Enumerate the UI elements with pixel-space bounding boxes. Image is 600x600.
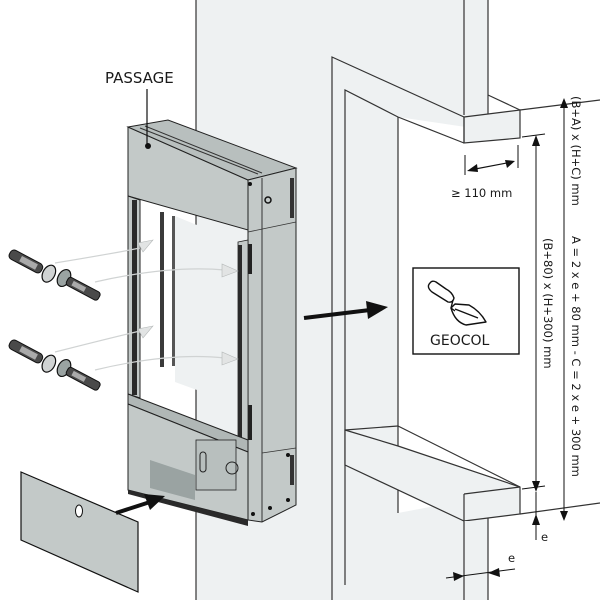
- material-box: GEOCOL: [412, 267, 520, 355]
- cover-plate-arrow: [115, 494, 165, 515]
- min-depth-label: ≥ 110 mm: [451, 186, 512, 200]
- formula-label: A = 2 x e + 80 mm - C = 2 x e + 300 mm: [569, 236, 583, 477]
- screw-anchor-bottom: [8, 339, 57, 373]
- damper-frame: [126, 119, 298, 526]
- hint-arrowhead: [137, 325, 154, 339]
- wall-plug-top: [56, 268, 101, 301]
- insert-arrow: [303, 301, 388, 320]
- dimension-thickness-vertical: [532, 492, 540, 540]
- product-label: PASSAGE: [105, 69, 174, 87]
- trowel-icon: [427, 280, 487, 326]
- material-label: GEOCOL: [430, 333, 490, 349]
- overall-size-label: (B+A) x (H+C) mm: [569, 96, 583, 206]
- screw-anchor-top: [8, 249, 57, 283]
- thickness-vertical-label: e: [541, 530, 548, 544]
- thickness-horizontal-label: e: [508, 551, 515, 565]
- dimension-min-depth: [464, 145, 519, 175]
- hint-arrowhead: [221, 263, 239, 278]
- dimension-overall-height: [560, 98, 568, 521]
- hint-arrowhead: [137, 239, 154, 253]
- dimension-thickness-horizontal: [445, 568, 516, 581]
- dimension-opening-height: [521, 133, 546, 492]
- opening-size-label: (B+80) x (H+300) mm: [541, 238, 555, 369]
- hint-arrows: [54, 247, 226, 371]
- cover-plate: [20, 471, 139, 593]
- hint-arrowhead: [221, 351, 239, 366]
- wall-plug-bottom: [56, 358, 101, 391]
